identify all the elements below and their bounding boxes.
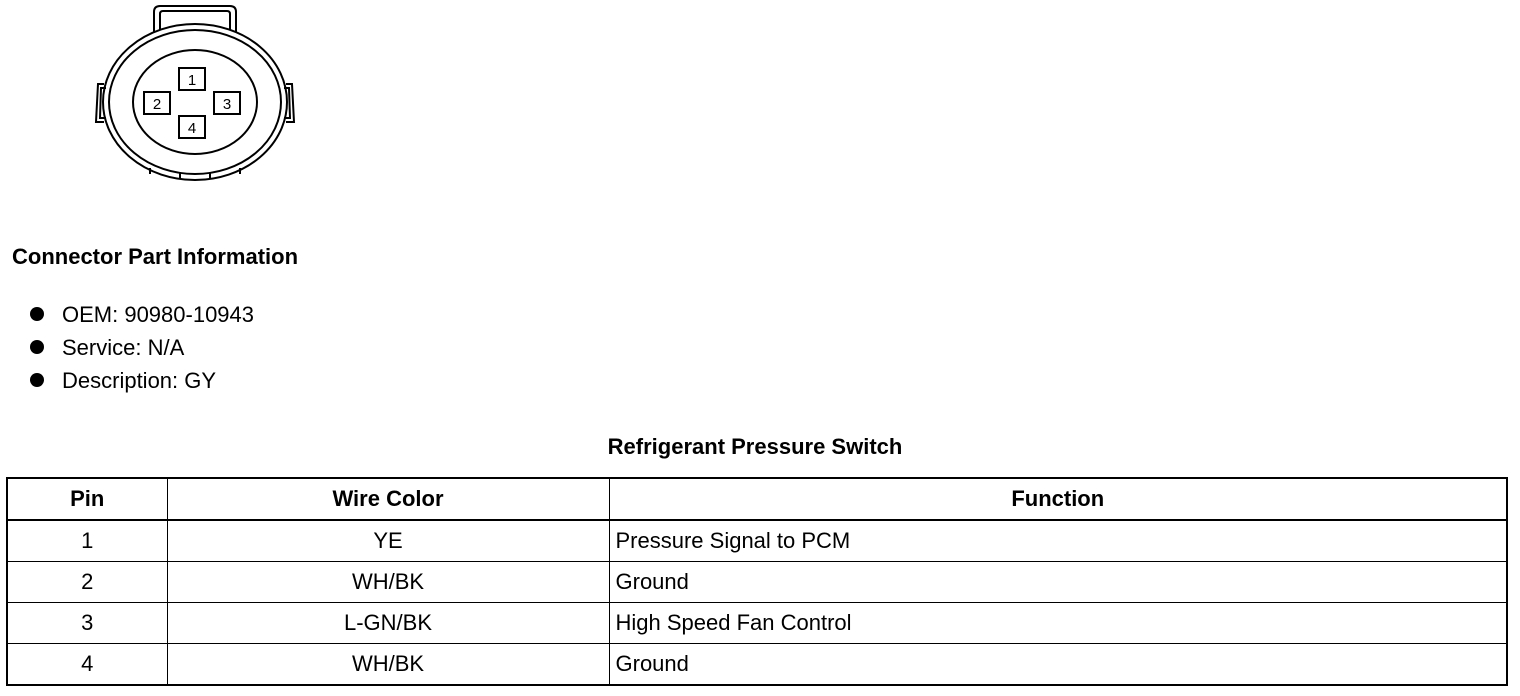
info-oem: OEM: 90980-10943: [28, 298, 254, 331]
pin-2-cavity: [143, 91, 171, 115]
connector-outer-shell: [102, 23, 288, 181]
table-row: 4 WH/BK Ground: [6, 643, 1508, 686]
connector-info-list: OEM: 90980-10943 Service: N/A Descriptio…: [28, 298, 254, 397]
pin-4-label: 4: [188, 120, 196, 137]
connector-left-ear: [94, 83, 104, 123]
cell-wire-color: WH/BK: [166, 643, 610, 686]
table-header-row: Pin Wire Color Function: [6, 477, 1508, 521]
pin-3-label: 3: [223, 96, 231, 113]
cell-function: Pressure Signal to PCM: [608, 519, 1508, 562]
cell-function: Ground: [608, 561, 1508, 603]
section-title: Connector Part Information: [12, 244, 299, 269]
connector-lock-tab: [153, 5, 237, 40]
cell-pin: 3: [6, 602, 168, 644]
header-function: Function: [608, 477, 1508, 521]
header-pin: Pin: [6, 477, 168, 521]
header-wire-color: Wire Color: [166, 477, 610, 521]
info-description: Description: GY: [28, 364, 254, 397]
pin-1-label: 1: [188, 72, 196, 89]
cell-wire-color: YE: [166, 519, 610, 562]
pinout-table: Pin Wire Color Function 1 YE Pressure Si…: [6, 477, 1508, 686]
table-title: Refrigerant Pressure Switch: [607, 434, 903, 459]
cell-pin: 2: [6, 561, 168, 603]
pin-1-cavity: [178, 67, 206, 91]
table-row: 2 WH/BK Ground: [6, 561, 1508, 603]
pin-2-label: 2: [153, 96, 161, 113]
connector-face-diagram: 1 2 3 4: [94, 5, 296, 181]
cell-wire-color: WH/BK: [166, 561, 610, 603]
pin-4-cavity: [178, 115, 206, 139]
table-row: 1 YE Pressure Signal to PCM: [6, 519, 1508, 562]
cell-function: High Speed Fan Control: [608, 602, 1508, 644]
connector-right-ear: [286, 83, 296, 123]
cell-function: Ground: [608, 643, 1508, 686]
cell-pin: 4: [6, 643, 168, 686]
cell-pin: 1: [6, 519, 168, 562]
info-service: Service: N/A: [28, 331, 254, 364]
cell-wire-color: L-GN/BK: [166, 602, 610, 644]
connector-inner-shell: [132, 49, 258, 155]
table-row: 3 L-GN/BK High Speed Fan Control: [6, 602, 1508, 644]
pin-3-cavity: [213, 91, 241, 115]
